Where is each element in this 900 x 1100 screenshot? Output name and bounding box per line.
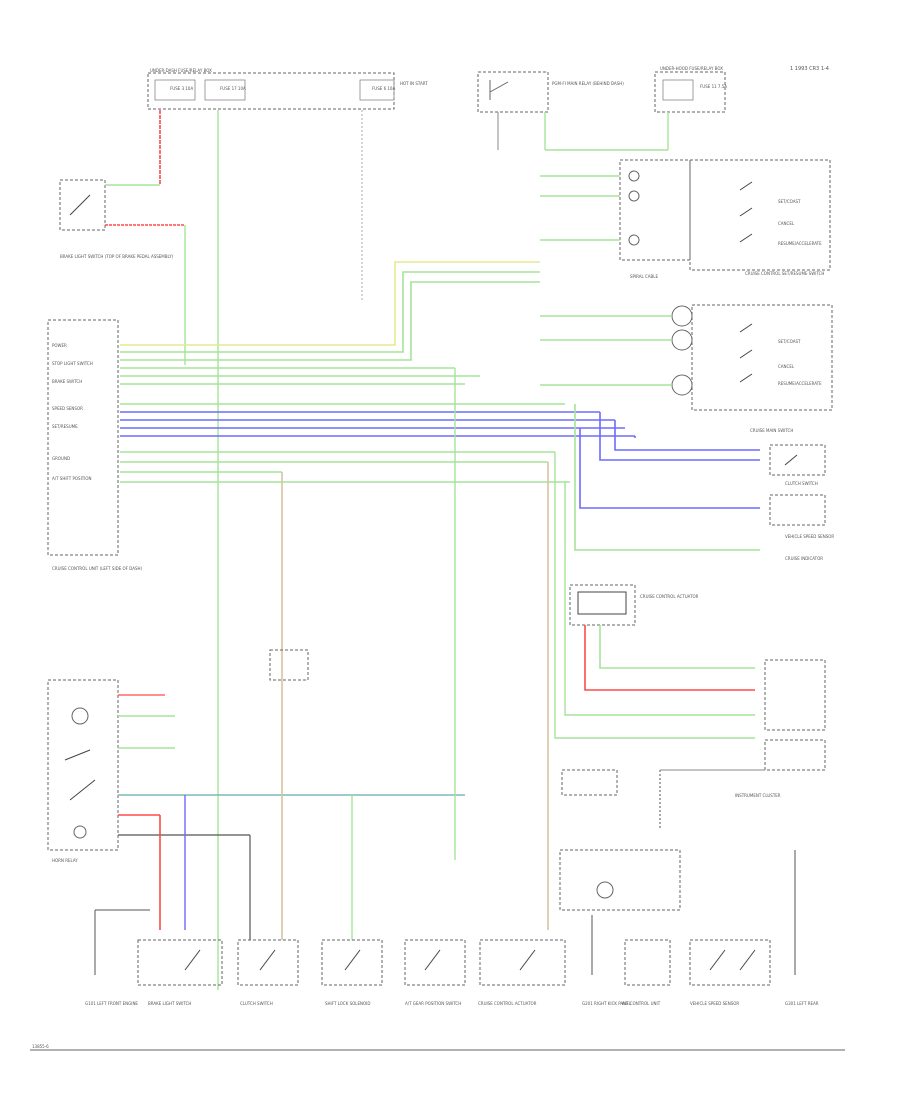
fuse-a-label: FUSE 3 10A — [170, 86, 193, 91]
cu-pin-group2: GROUND — [52, 456, 70, 461]
cruise-control-unit: POWER STOP LIGHT SWITCH BRAKE SWITCH SPE… — [47, 319, 143, 571]
cruise-main-switch: SET/COAST CANCEL RESUME/ACCELERATE CRUIS… — [671, 304, 833, 433]
sw-resume-label: RESUME/ACCELERATE — [778, 241, 822, 246]
footer-mark: 13855-6 — [32, 1044, 49, 1049]
cu-pin-0: POWER — [52, 343, 67, 348]
bc-2: CLUTCH SWITCH — [240, 1001, 273, 1006]
bc-5: CRUISE CONTROL ACTUATOR — [478, 1001, 537, 1006]
horn-relay-block: HORN RELAY — [47, 679, 119, 863]
page-ref: 1 1993 CR3 1-4 — [790, 66, 829, 72]
main-relay-label: PGM-FI MAIN RELAY (BEHIND DASH) — [552, 81, 624, 86]
bc-9: G301 LEFT REAR — [785, 1001, 819, 1006]
horn-label: HORN RELAY — [52, 858, 78, 863]
control-unit-label: CRUISE CONTROL UNIT (LEFT SIDE OF DASH) — [52, 566, 143, 571]
mid-connector — [269, 649, 309, 681]
fuse-b-label: FUSE 17 10A — [220, 86, 246, 91]
set-resume-switch-top: SET/COAST CANCEL RESUME/ACCELERATE CRUIS… — [689, 159, 831, 276]
sw-set-label: SET/COAST — [778, 199, 801, 204]
fuse-box-title: UNDER-DASH FUSE/RELAY BOX — [150, 68, 212, 73]
sw2-cancel-label: CANCEL — [778, 364, 795, 369]
speed-sensor-right: VEHICLE SPEED SENSOR — [769, 494, 834, 539]
indicator-label: CRUISE INDICATOR — [785, 556, 823, 561]
bc-4: A/T GEAR POSITION SWITCH — [405, 1001, 461, 1006]
brake-light-switch: BRAKE LIGHT SWITCH (TOP OF BRAKE PEDAL A… — [59, 179, 174, 259]
bc-6: G201 RIGHT KICK PANEL — [582, 1001, 632, 1006]
bc-0: G101 LEFT FRONT ENGINE — [85, 1001, 138, 1006]
bc-8: VEHICLE SPEED SENSOR — [690, 1001, 739, 1006]
bc-3: SHIFT LOCK SOLENOID — [325, 1001, 370, 1006]
cu-pin-4: SET/RESUME — [52, 424, 78, 429]
cu-pin-3: SPEED SENSOR — [52, 406, 83, 411]
clutch-switch-label: CLUTCH SWITCH — [785, 481, 818, 486]
sw-cancel-label: CANCEL — [778, 221, 795, 226]
cruise-actuator-box: CRUISE CONTROL ACTUATOR — [569, 584, 699, 626]
fuse-box-top: UNDER-DASH FUSE/RELAY BOX FUSE 3 10A FUS… — [147, 68, 428, 110]
indicator-box — [561, 769, 618, 796]
sw2-set-label: SET/COAST — [778, 339, 801, 344]
bottom-components: G101 LEFT FRONT ENGINE BRAKE LIGHT SWITC… — [85, 849, 819, 1006]
cu-pin-1: STOP LIGHT SWITCH — [52, 361, 93, 366]
clutch-switch-right: CLUTCH SWITCH — [769, 444, 826, 486]
main-switch-label: CRUISE MAIN SWITCH — [750, 428, 793, 433]
sw2-resume-label: RESUME/ACCELERATE — [778, 381, 822, 386]
fuse-right-title: UNDER-HOOD FUSE/RELAY BOX — [660, 66, 723, 71]
fuse-box-right: UNDER-HOOD FUSE/RELAY BOX FUSE 11 7.5A — [654, 66, 727, 113]
actuator-label: CRUISE CONTROL ACTUATOR — [640, 594, 699, 599]
brake-switch-label: BRAKE LIGHT SWITCH (TOP OF BRAKE PEDAL A… — [60, 254, 174, 259]
fuse-c-note: HOT IN START — [400, 81, 428, 86]
indicator-right: CRUISE INDICATOR — [785, 556, 823, 561]
spiral-cable-label: SPIRAL CABLE — [630, 274, 658, 279]
instrument-cluster-label: INSTRUMENT CLUSTER — [735, 793, 781, 798]
set-resume-label: CRUISE CONTROL SET/RESUME SWITCH — [745, 271, 824, 276]
cu-pin-2: BRAKE SWITCH — [52, 379, 82, 384]
fuse-right-label: FUSE 11 7.5A — [700, 84, 727, 89]
main-relay: PGM-FI MAIN RELAY (BEHIND DASH) — [477, 71, 624, 113]
cu-pin-group3: A/T SHIFT POSITION — [52, 476, 92, 481]
bc-1: BRAKE LIGHT SWITCH — [148, 1001, 191, 1006]
fuse-c-label: FUSE 6 10A — [372, 86, 395, 91]
spiral-cable-block: SPIRAL CABLE — [619, 159, 691, 279]
speed-sensor-label: VEHICLE SPEED SENSOR — [785, 534, 834, 539]
instrument-cluster: INSTRUMENT CLUSTER — [735, 659, 826, 798]
bc-7: A/T CONTROL UNIT — [622, 1001, 661, 1006]
